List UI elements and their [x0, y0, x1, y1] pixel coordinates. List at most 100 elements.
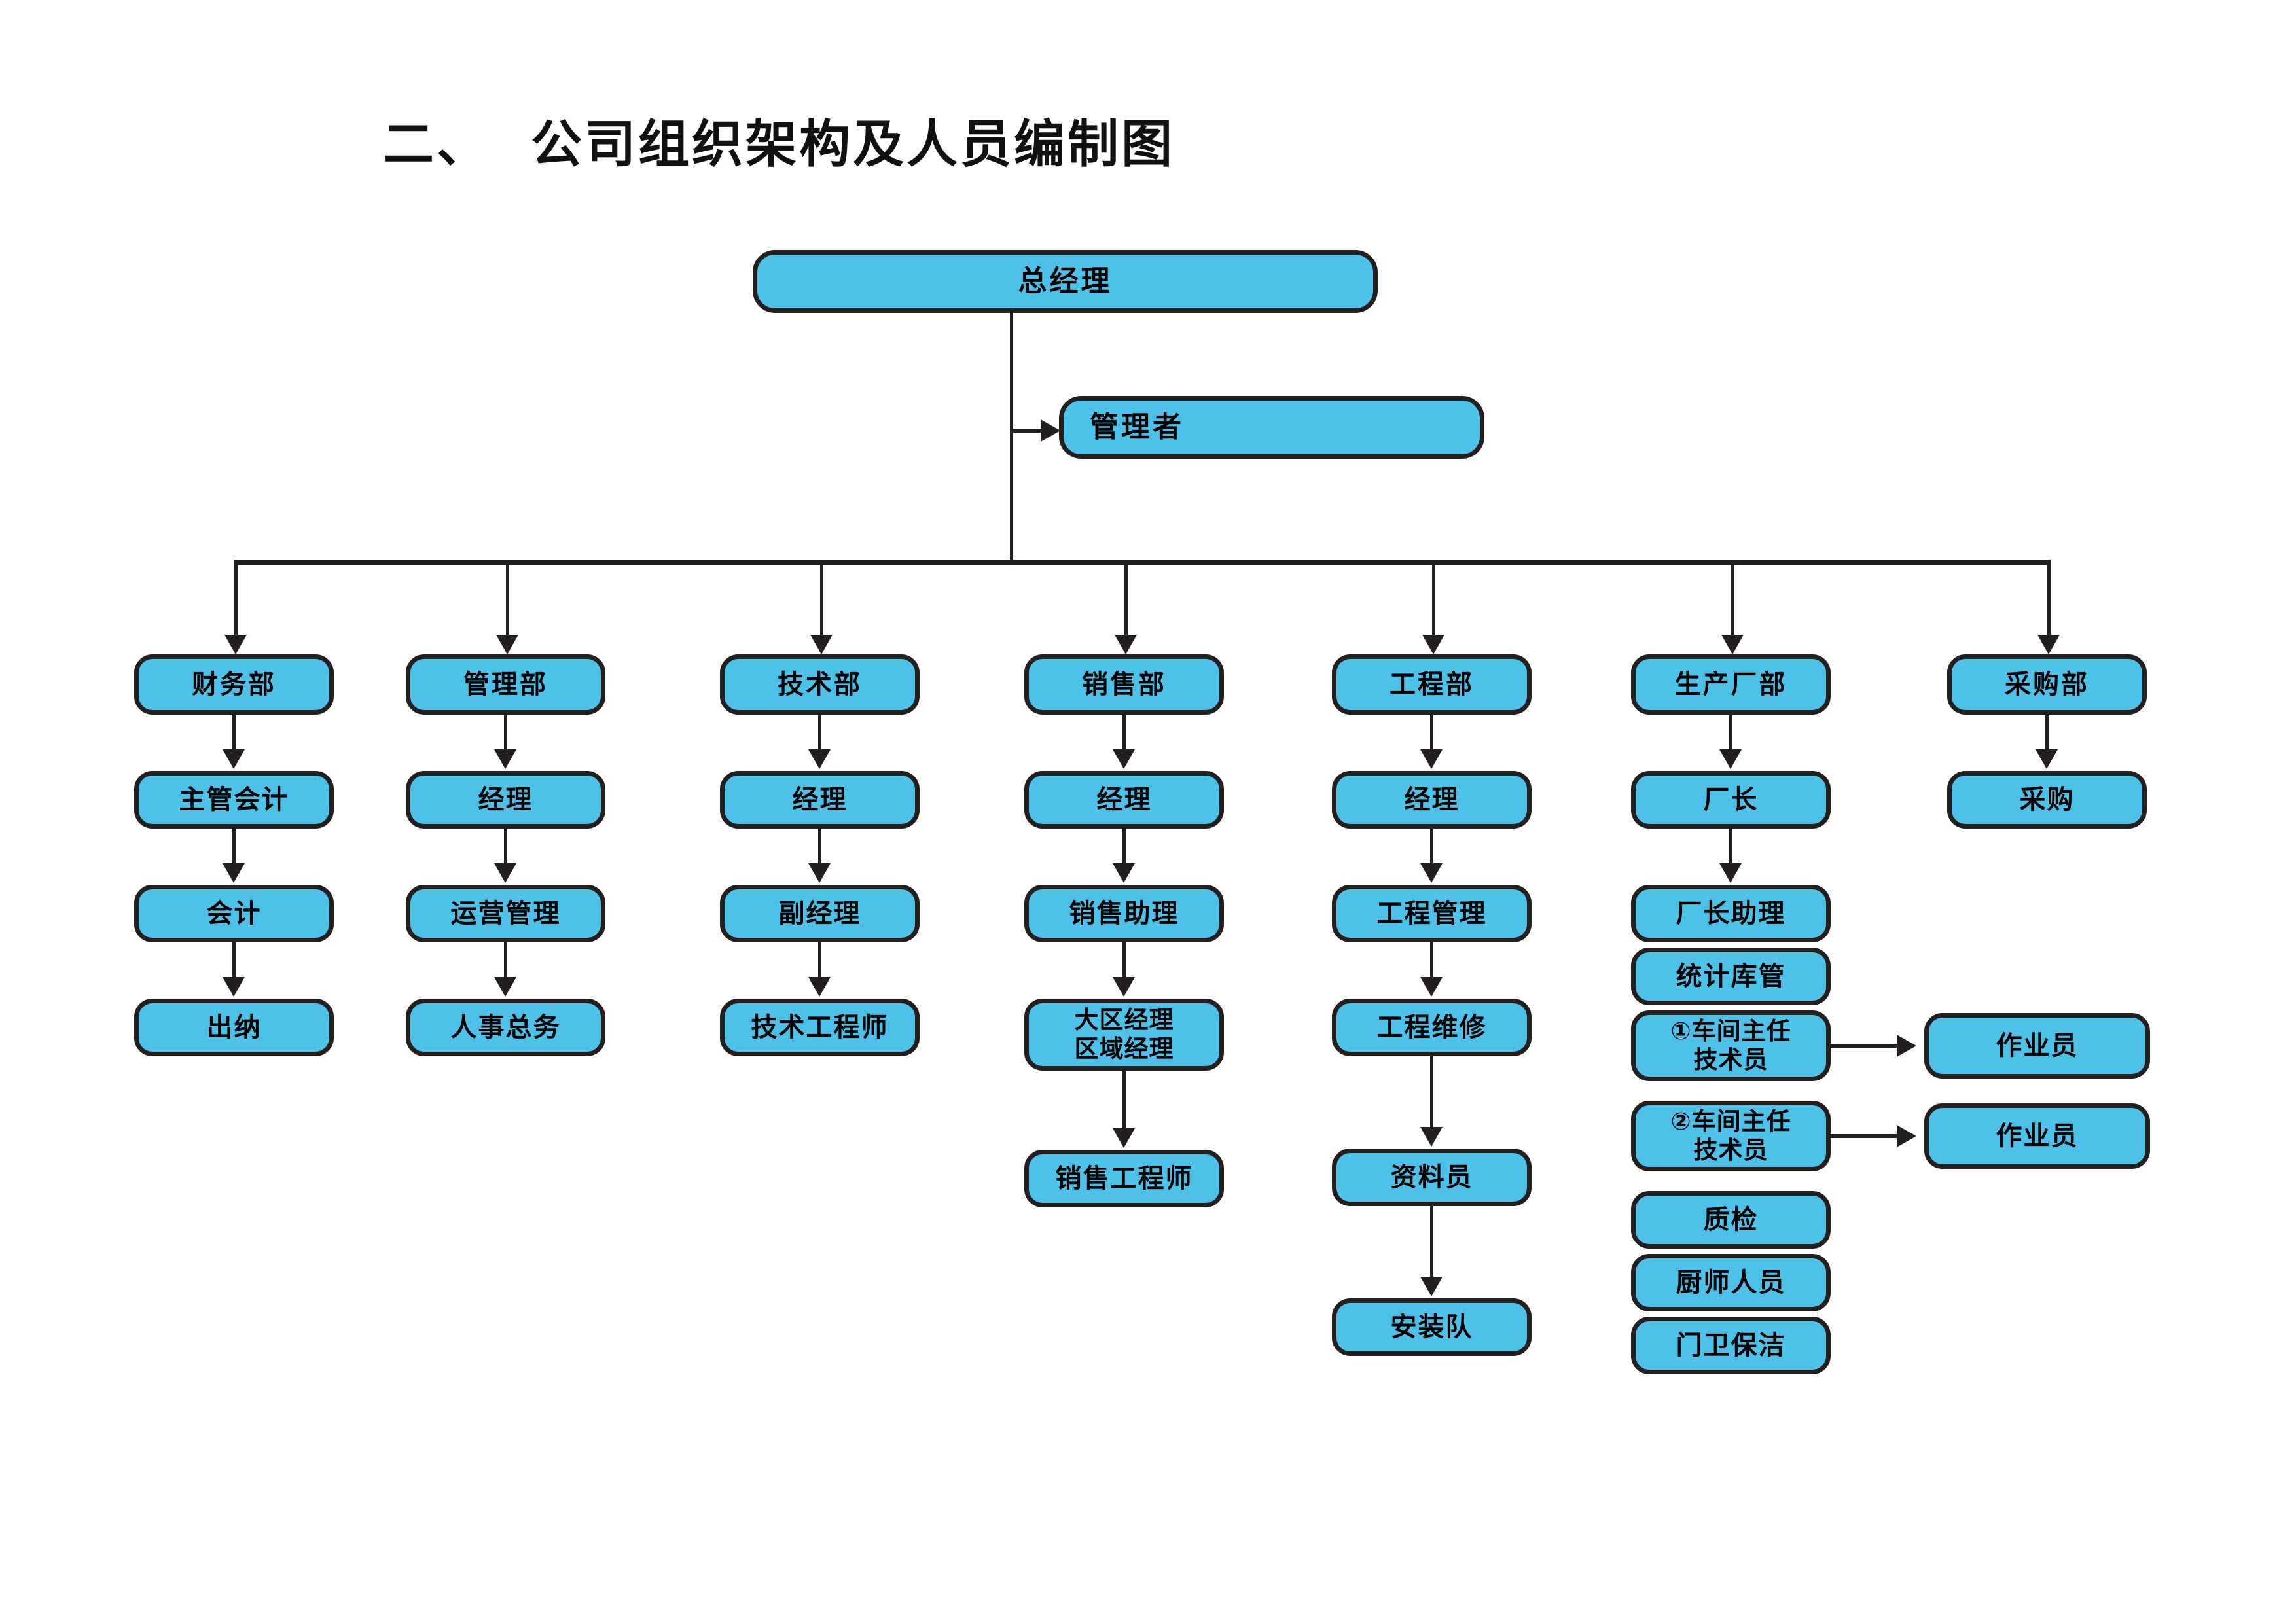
arrow-eng-1	[1420, 749, 1443, 769]
node-dept-finance[interactable]: 财务部	[134, 654, 334, 715]
connector-adm-1	[504, 715, 507, 751]
connector-drop-tech	[820, 563, 823, 636]
node-sal-engineer[interactable]: 销售工程师	[1024, 1150, 1224, 1207]
arrow-dept-production	[1721, 635, 1744, 654]
arrow-sal-1	[1113, 749, 1135, 769]
connector-sal-1	[1122, 715, 1126, 751]
connector-sal-2	[1122, 829, 1126, 865]
arrow-pur-1	[2036, 749, 2058, 769]
node-eng-maintenance[interactable]: 工程维修	[1332, 999, 1532, 1056]
arrow-adm-2	[494, 863, 516, 883]
connector-drop-sales	[1124, 563, 1128, 636]
node-pro-workshop-director-2[interactable]: ②车间主任 技术员	[1631, 1101, 1831, 1171]
node-adm-operations[interactable]: 运营管理	[406, 885, 605, 942]
node-manager[interactable]: 管理者	[1059, 396, 1484, 459]
arrow-adm-1	[494, 749, 516, 769]
node-dept-production[interactable]: 生产厂部	[1631, 654, 1831, 715]
connector-eng-2	[1430, 829, 1433, 865]
node-tec-deputy-manager[interactable]: 副经理	[720, 885, 920, 942]
node-general-manager[interactable]: 总经理	[753, 250, 1378, 313]
node-pro-quality-inspection[interactable]: 质检	[1631, 1191, 1831, 1249]
node-pro-security-cleaning[interactable]: 门卫保洁	[1631, 1317, 1831, 1374]
node-dept-engineering[interactable]: 工程部	[1332, 654, 1532, 715]
connector-drop-finance	[234, 563, 238, 636]
node-eng-management[interactable]: 工程管理	[1332, 885, 1532, 942]
arrow-manager	[1041, 419, 1060, 442]
node-sal-manager[interactable]: 经理	[1024, 771, 1224, 829]
connector-adm-2	[504, 829, 507, 865]
arrow-fin-3	[223, 977, 245, 997]
node-pro-factory-director[interactable]: 厂长	[1631, 771, 1831, 829]
connector-worker-2	[1831, 1134, 1899, 1138]
arrow-fin-2	[223, 863, 245, 883]
connector-department-bus	[234, 560, 2051, 565]
arrow-tec-2	[808, 863, 831, 883]
arrow-pro-2	[1719, 863, 1742, 883]
connector-eng-3	[1430, 942, 1433, 978]
arrow-dept-admin	[496, 635, 518, 654]
arrow-dept-purchasing	[2037, 635, 2060, 654]
connector-drop-engineering	[1432, 563, 1435, 636]
page-title: 二、 公司组织架构及人员编制图	[382, 115, 1175, 174]
arrow-eng-4	[1420, 1127, 1443, 1147]
arrow-sal-4	[1113, 1128, 1135, 1148]
node-pro-statistics-warehouse[interactable]: 统计库管	[1631, 948, 1831, 1005]
node-fin-accountant[interactable]: 会计	[134, 885, 334, 942]
node-sal-assistant[interactable]: 销售助理	[1024, 885, 1224, 942]
node-dept-tech[interactable]: 技术部	[720, 654, 920, 715]
connector-drop-purchasing	[2047, 563, 2051, 636]
connector-pur-1	[2045, 715, 2049, 751]
node-eng-documentation[interactable]: 资料员	[1332, 1149, 1532, 1206]
arrow-dept-finance	[224, 635, 247, 654]
arrow-adm-3	[494, 977, 516, 997]
connector-spine-vertical	[1010, 313, 1013, 563]
connector-worker-1	[1831, 1044, 1899, 1048]
node-dept-admin[interactable]: 管理部	[406, 654, 605, 715]
node-fin-cashier[interactable]: 出纳	[134, 999, 334, 1056]
arrow-sal-3	[1113, 977, 1135, 997]
arrow-dept-engineering	[1422, 635, 1444, 654]
arrow-dept-sales	[1115, 635, 1137, 654]
node-tec-manager[interactable]: 经理	[720, 771, 920, 829]
node-pur-purchasing[interactable]: 采购	[1947, 771, 2147, 829]
connector-sal-4	[1122, 1071, 1126, 1130]
node-pro-director-assistant[interactable]: 厂长助理	[1631, 885, 1831, 942]
arrow-dept-tech	[810, 635, 833, 654]
arrow-worker-1	[1897, 1035, 1916, 1057]
connector-tec-2	[818, 829, 821, 865]
arrow-tec-1	[808, 749, 831, 769]
node-eng-installation-team[interactable]: 安装队	[1332, 1298, 1532, 1356]
connector-drop-admin	[506, 563, 509, 636]
arrow-worker-2	[1897, 1125, 1916, 1147]
node-tec-engineer[interactable]: 技术工程师	[720, 999, 920, 1056]
connector-pro-1	[1729, 715, 1732, 751]
node-worker-1[interactable]: 作业员	[1924, 1013, 2150, 1079]
node-adm-manager[interactable]: 经理	[406, 771, 605, 829]
node-eng-manager[interactable]: 经理	[1332, 771, 1532, 829]
node-pro-workshop-director-1[interactable]: ①车间主任 技术员	[1631, 1010, 1831, 1081]
node-adm-hr-general-affairs[interactable]: 人事总务	[406, 999, 605, 1056]
connector-fin-3	[232, 942, 236, 978]
connector-tec-1	[818, 715, 821, 751]
connector-sal-3	[1122, 942, 1126, 978]
arrow-fin-1	[223, 749, 245, 769]
connector-tec-3	[818, 942, 821, 978]
connector-fin-2	[232, 829, 236, 865]
arrow-eng-2	[1420, 863, 1443, 883]
connector-adm-3	[504, 942, 507, 978]
connector-fin-1	[232, 715, 236, 751]
connector-manager-horizontal	[1013, 429, 1042, 433]
node-dept-sales[interactable]: 销售部	[1024, 654, 1224, 715]
node-worker-2[interactable]: 作业员	[1924, 1103, 2150, 1169]
arrow-eng-3	[1420, 977, 1443, 997]
node-fin-supervisor-accountant[interactable]: 主管会计	[134, 771, 334, 829]
node-pro-kitchen-staff[interactable]: 厨师人员	[1631, 1254, 1831, 1311]
arrow-tec-3	[808, 977, 831, 997]
connector-drop-production	[1731, 563, 1734, 636]
node-dept-purchasing[interactable]: 采购部	[1947, 654, 2147, 715]
connector-eng-1	[1430, 715, 1433, 751]
arrow-eng-5	[1420, 1277, 1443, 1296]
node-sal-regional-manager[interactable]: 大区经理 区域经理	[1024, 999, 1224, 1071]
connector-pro-2	[1729, 829, 1732, 865]
